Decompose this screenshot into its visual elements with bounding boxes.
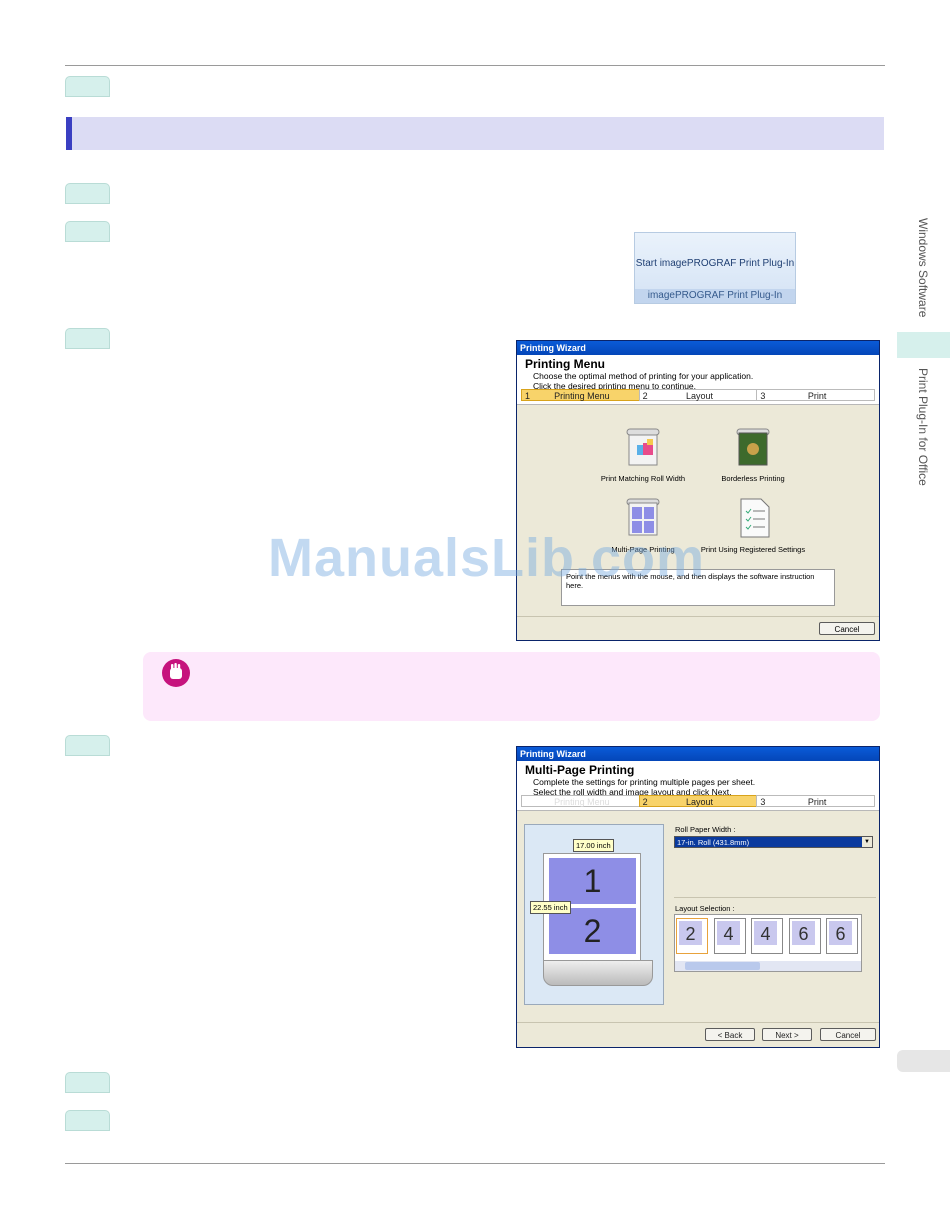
window-title: Printing Wizard (517, 747, 879, 761)
cancel-button[interactable]: Cancel (819, 622, 875, 635)
roll-width-label: Roll Paper Width : (675, 825, 736, 834)
ribbon-group-label: imagePROGRAF Print Plug-In (635, 289, 795, 303)
divider (674, 897, 876, 898)
preview-page-2: 2 (549, 908, 636, 954)
wizard-instruction-2: Select the roll width and image layout a… (533, 787, 732, 797)
wizard-heading: Printing Menu (525, 357, 605, 371)
option-borderless[interactable]: Borderless Printing (721, 474, 785, 483)
roll-width-value: 17-in. Roll (431.8mm) (677, 838, 750, 847)
option-registered-settings[interactable]: Print Using Registered Settings (700, 545, 806, 554)
sidebar-marker (897, 332, 950, 358)
preview-roll (543, 960, 653, 986)
wizard-instruction-1: Complete the settings for printing multi… (533, 777, 756, 787)
ribbon-button-label: Start imagePROGRAF Print Plug-In (635, 258, 795, 269)
wizard-header: Multi-Page Printing Complete the setting… (517, 761, 879, 811)
layout-selection-label: Layout Selection : (675, 904, 735, 913)
wizard-instruction-1: Choose the optimal method of printing fo… (533, 371, 754, 381)
printing-wizard-menu-window: Printing Wizard Printing Menu Choose the… (516, 340, 880, 641)
watermark: ManualsLib.com (268, 528, 706, 588)
multi-page-icon[interactable] (623, 497, 663, 539)
ribbon-button-image[interactable]: Start imagePROGRAF Print Plug-In imagePR… (634, 232, 796, 304)
printing-wizard-layout-window: Printing Wizard Multi-Page Printing Comp… (516, 746, 880, 1048)
wizard-header: Printing Menu Choose the optimal method … (517, 355, 879, 405)
section-title-bar (66, 117, 884, 150)
layout-thumb-4up-alt[interactable]: 4 (751, 918, 783, 954)
step-tab (65, 221, 110, 242)
width-dimension: 17.00 inch (573, 839, 614, 852)
borderless-icon[interactable] (733, 427, 773, 469)
step-printing-menu: Printing Menu (521, 795, 639, 807)
chevron-down-icon[interactable]: ▼ (862, 837, 872, 847)
description-box: Point the menus with the mouse, and then… (561, 569, 835, 606)
step-tab (65, 1110, 110, 1131)
footer-divider (517, 616, 879, 617)
layout-thumb-6up[interactable]: 6 (789, 918, 821, 954)
important-note (143, 652, 880, 721)
window-title: Printing Wizard (517, 341, 879, 355)
sidebar-section-bottom: Print Plug-In for Office (916, 368, 930, 486)
layout-thumb-6up-alt[interactable]: 6 (826, 918, 858, 954)
cancel-button[interactable]: Cancel (820, 1028, 876, 1041)
step-tab (65, 76, 110, 97)
wizard-heading: Multi-Page Printing (525, 763, 635, 777)
horizontal-scrollbar[interactable] (675, 961, 861, 971)
layout-thumb-2up[interactable]: 2 (676, 918, 708, 954)
stop-hand-icon (162, 659, 190, 687)
step-tab (65, 1072, 110, 1093)
sidebar-tab (897, 1050, 950, 1072)
layout-thumb-4up[interactable]: 4 (714, 918, 746, 954)
option-multi-page[interactable]: Multi-Page Printing (611, 545, 675, 554)
option-roll-width[interactable]: Print Matching Roll Width (600, 474, 686, 483)
roll-width-select[interactable]: 17-in. Roll (431.8mm) ▼ (674, 836, 873, 848)
footer-rule (65, 1163, 885, 1164)
header-rule (65, 65, 885, 66)
height-dimension: 22.55 inch (530, 901, 571, 914)
wizard-instruction-2: Click the desired printing menu to conti… (533, 381, 697, 391)
footer-divider (517, 1022, 879, 1023)
registered-settings-icon[interactable] (737, 497, 773, 539)
back-button[interactable]: < Back (705, 1028, 755, 1041)
sidebar-section-top: Windows Software (916, 218, 930, 318)
layout-preview: 1 2 17.00 inch 22.55 inch (524, 824, 664, 1005)
step-tab (65, 328, 110, 349)
step-tab (65, 183, 110, 204)
preview-page-1: 1 (549, 858, 636, 904)
roll-width-icon[interactable] (623, 427, 663, 469)
step-tab (65, 735, 110, 756)
scrollbar-thumb[interactable] (685, 962, 760, 970)
next-button[interactable]: Next > (762, 1028, 812, 1041)
